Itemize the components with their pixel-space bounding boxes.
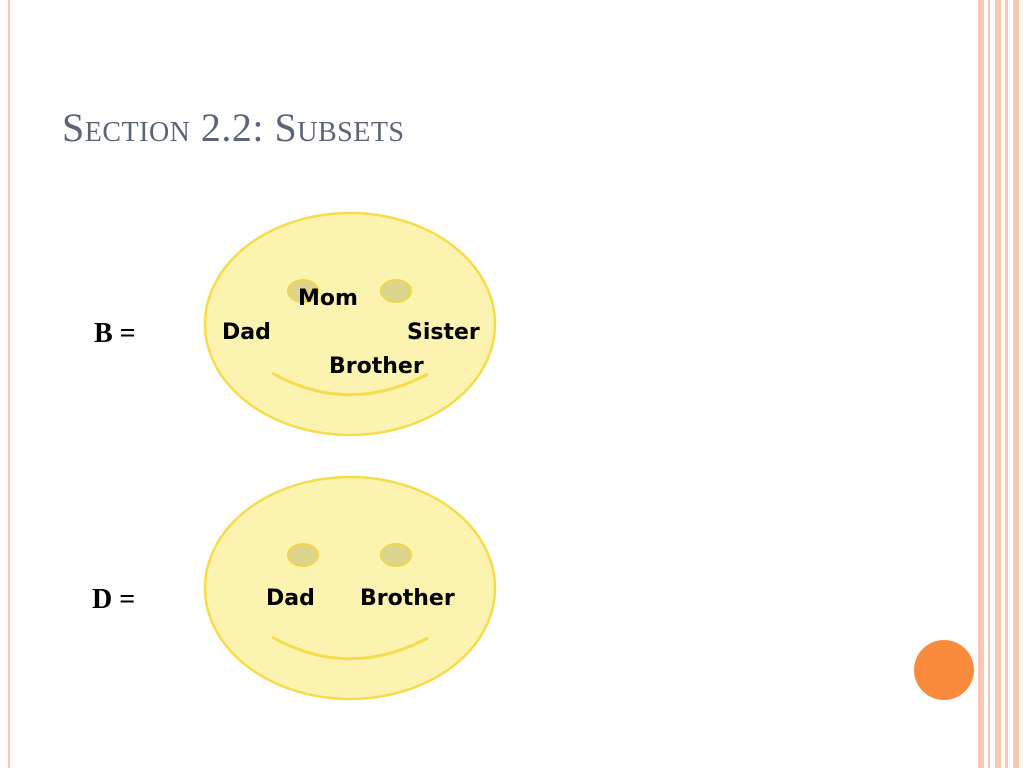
set-d-member-brother: Brother — [360, 586, 455, 611]
orange-accent-circle — [914, 640, 974, 700]
right-eye — [380, 279, 412, 303]
set-b-member-brother: Brother — [329, 354, 424, 379]
frame-stripe — [1013, 0, 1019, 768]
set-b-member-dad: Dad — [222, 320, 271, 345]
frame-stripe — [978, 0, 984, 768]
slide-title: Section 2.2: Subsets — [62, 105, 405, 150]
frame-stripe — [995, 0, 1001, 768]
set-d-member-dad: Dad — [266, 586, 315, 611]
left-frame-line — [8, 0, 10, 768]
set-b-label: B = — [94, 318, 136, 349]
frame-stripe — [988, 0, 990, 768]
left-eye — [287, 543, 319, 567]
frame-stripe — [1005, 0, 1008, 768]
set-d-label: D = — [92, 584, 136, 615]
set-b-member-sister: Sister — [407, 320, 480, 345]
set-b-member-mom: Mom — [298, 286, 358, 311]
right-eye — [380, 543, 412, 567]
smile — [271, 635, 429, 661]
